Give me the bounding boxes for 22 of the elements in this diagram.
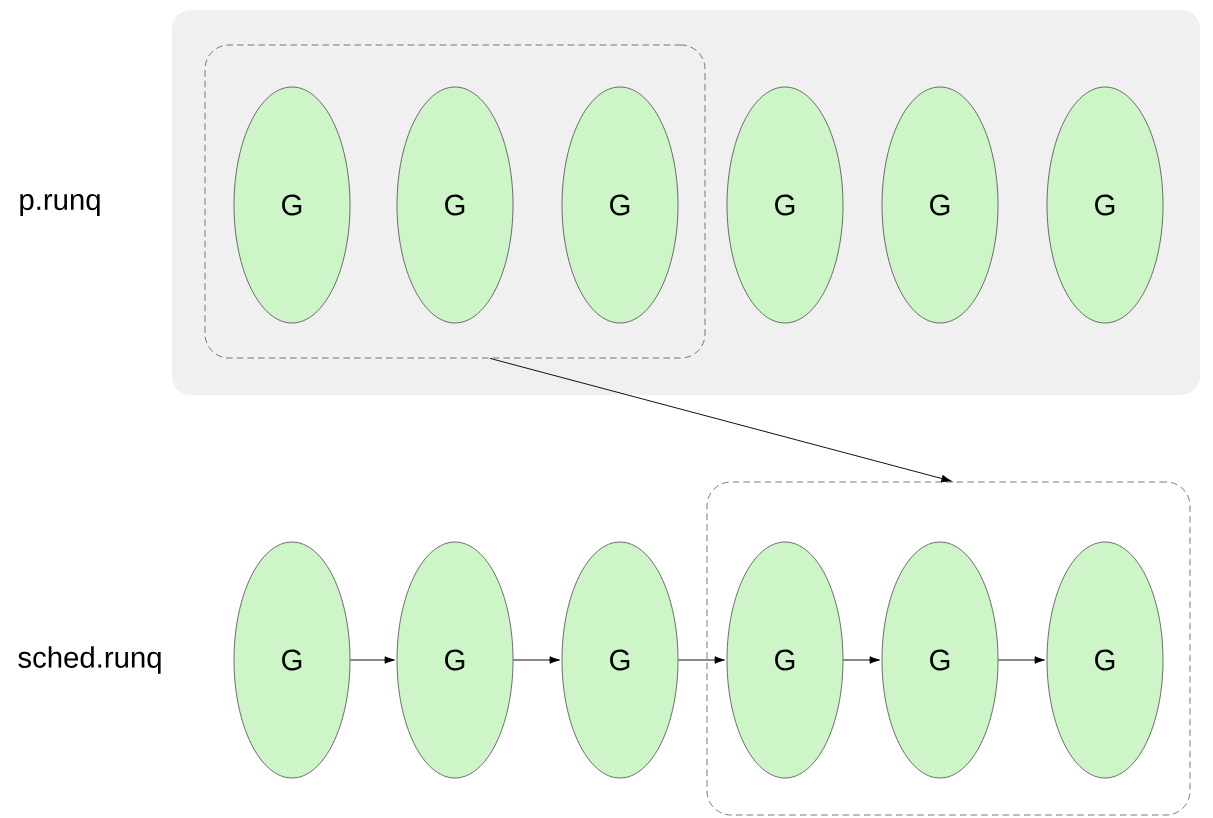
arrow	[349, 656, 395, 664]
ellipse-node: G	[561, 541, 679, 779]
dashed-group-box	[204, 44, 706, 359]
ellipse-node: G	[233, 541, 351, 779]
ellipse-node: G	[1046, 541, 1164, 779]
ellipse-node: G	[1046, 86, 1164, 324]
ellipse-node: G	[726, 86, 844, 324]
ellipse-node: G	[396, 541, 514, 779]
queue-label: sched.runq	[18, 646, 161, 674]
ellipse-node: G	[233, 86, 351, 324]
arrow	[677, 656, 725, 664]
ellipse-node: G	[881, 541, 999, 779]
arrow	[489, 357, 952, 483]
dashed-group-box	[706, 481, 1191, 816]
ellipse-node: G	[561, 86, 679, 324]
ellipse-node: G	[881, 86, 999, 324]
arrow	[512, 656, 560, 664]
ellipse-node: G	[396, 86, 514, 324]
arrow	[997, 656, 1045, 664]
arrow	[842, 656, 880, 664]
queue-label: p.runq	[20, 194, 100, 216]
ellipse-node: G	[726, 541, 844, 779]
